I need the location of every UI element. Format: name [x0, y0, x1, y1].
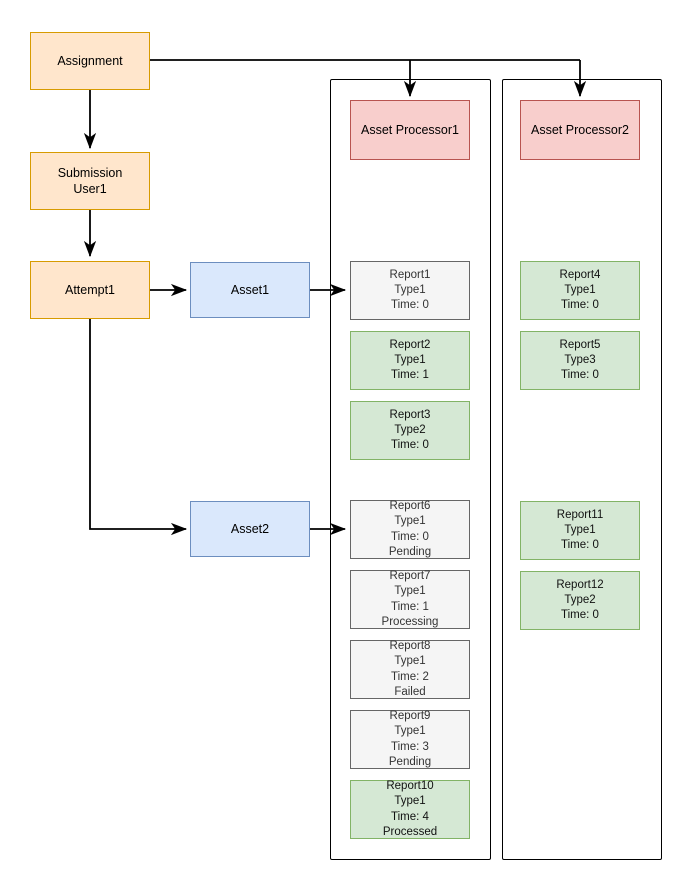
asset2-label: Asset2	[230, 521, 270, 536]
report-type: Type3	[564, 353, 596, 366]
report-name: Report12	[556, 578, 604, 591]
node-assignment[interactable]: Assignment	[30, 32, 150, 90]
report-type: Type1	[564, 283, 596, 296]
report-time: Time: 0	[561, 609, 599, 622]
report-name: Report3	[389, 408, 431, 421]
report-name: Report5	[559, 338, 601, 351]
report-type: Type1	[394, 795, 426, 808]
report-card-report11[interactable]: Report11 Type1 Time: 0	[520, 501, 640, 560]
node-asset-processor1[interactable]: Asset Processor1	[350, 100, 470, 160]
report-type: Type1	[394, 725, 426, 738]
report-name: Report7	[389, 570, 431, 583]
report-time: Time: 0	[561, 369, 599, 382]
edge-attempt-to-asset2	[89, 318, 188, 536]
report-card-report4[interactable]: Report4 Type1 Time: 0	[520, 261, 640, 320]
node-asset-processor2[interactable]: Asset Processor2	[520, 100, 640, 160]
report-type: Type1	[394, 515, 426, 528]
report-type: Type1	[394, 655, 426, 668]
report-name: Report1	[389, 268, 431, 281]
report-time: Time: 0	[561, 539, 599, 552]
report-time: Time: 1	[391, 600, 429, 613]
node-attempt1[interactable]: Attempt1	[30, 261, 150, 319]
report-type: Type1	[394, 585, 426, 598]
submission-label-line1: Submission	[57, 165, 123, 180]
report-name: Report10	[386, 780, 434, 793]
report-card-report9[interactable]: Report9 Type1 Time: 3 Pending	[350, 710, 470, 769]
report-type: Type1	[394, 283, 426, 296]
report-status: Pending	[388, 755, 432, 768]
report-type: Type1	[564, 523, 596, 536]
report-card-report8[interactable]: Report8 Type1 Time: 2 Failed	[350, 640, 470, 699]
report-time: Time: 0	[391, 439, 429, 452]
node-submission[interactable]: Submission User1	[30, 152, 150, 210]
report-time: Time: 3	[391, 740, 429, 753]
report-card-report7[interactable]: Report7 Type1 Time: 1 Processing	[350, 570, 470, 629]
report-card-report3[interactable]: Report3 Type2 Time: 0	[350, 401, 470, 460]
assignment-label: Assignment	[57, 53, 123, 68]
report-name: Report6	[389, 500, 431, 513]
processor1-container	[330, 79, 491, 860]
report-time: Time: 1	[391, 369, 429, 382]
report-card-report2[interactable]: Report2 Type1 Time: 1	[350, 331, 470, 390]
report-name: Report4	[559, 268, 601, 281]
attempt1-label: Attempt1	[64, 282, 116, 297]
processor2-container	[502, 79, 662, 860]
node-asset1[interactable]: Asset1	[190, 262, 310, 318]
report-time: Time: 0	[561, 299, 599, 312]
asset1-label: Asset1	[230, 282, 270, 297]
report-name: Report8	[389, 640, 431, 653]
report-card-report6[interactable]: Report6 Type1 Time: 0 Pending	[350, 500, 470, 559]
report-time: Time: 4	[391, 810, 429, 823]
asset-processor2-label: Asset Processor2	[531, 122, 629, 137]
report-name: Report2	[389, 338, 431, 351]
report-status: Processing	[381, 615, 439, 628]
report-time: Time: 2	[391, 670, 429, 683]
report-card-report1[interactable]: Report1 Type1 Time: 0	[350, 261, 470, 320]
node-asset2[interactable]: Asset2	[190, 501, 310, 557]
report-time: Time: 0	[391, 530, 429, 543]
report-name: Report11	[556, 508, 604, 521]
submission-label-line2: User1	[73, 182, 107, 196]
asset-processor1-label: Asset Processor1	[361, 122, 459, 137]
report-card-report10[interactable]: Report10 Type1 Time: 4 Processed	[350, 780, 470, 839]
report-card-report12[interactable]: Report12 Type2 Time: 0	[520, 571, 640, 630]
report-status: Pending	[388, 545, 432, 558]
report-type: Type2	[564, 593, 596, 606]
report-time: Time: 0	[391, 299, 429, 312]
report-status: Processed	[382, 825, 438, 838]
report-type: Type1	[394, 353, 426, 366]
report-card-report5[interactable]: Report5 Type3 Time: 0	[520, 331, 640, 390]
report-status: Failed	[394, 685, 426, 698]
report-name: Report9	[389, 710, 431, 723]
report-type: Type2	[394, 423, 426, 436]
